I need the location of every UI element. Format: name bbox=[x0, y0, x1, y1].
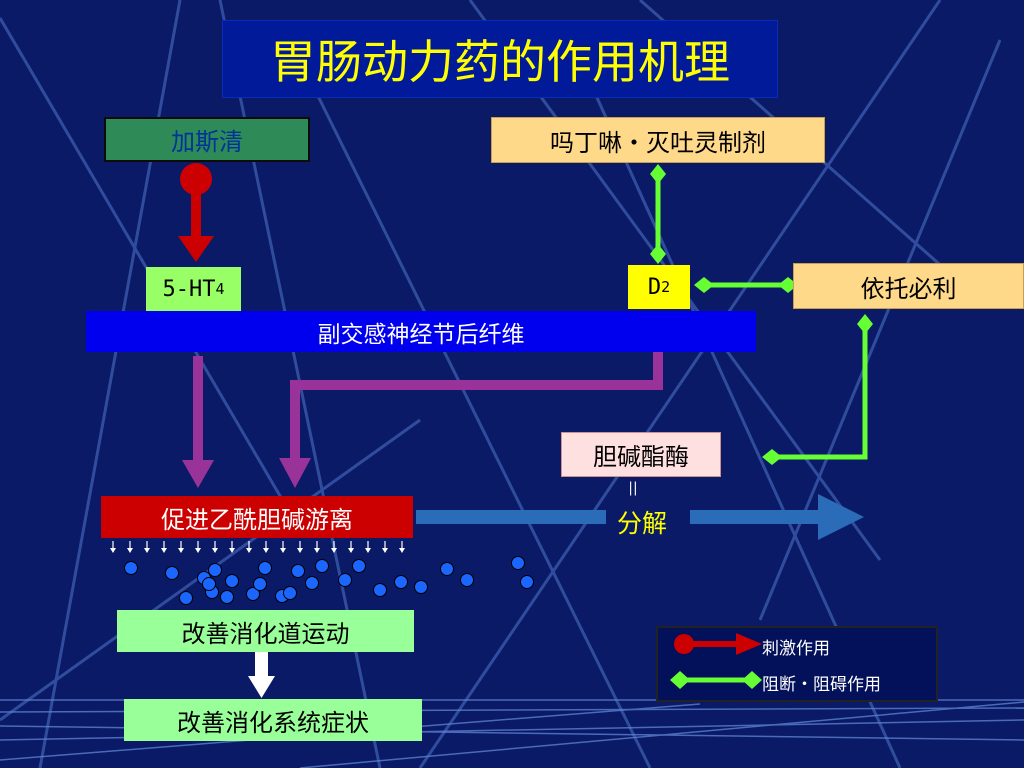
gastrin-box: 加斯清 bbox=[104, 117, 310, 162]
legend-stimulate-label: 刺激作用 bbox=[762, 639, 830, 658]
receptor-5ht4-label: 5-HT bbox=[162, 276, 216, 302]
domperidone-box: 吗丁啉・灭吐灵制剂 bbox=[491, 117, 825, 163]
purple-arrows bbox=[182, 352, 663, 488]
block-line-domperidone bbox=[650, 164, 666, 264]
itopride-box: 依托必利 bbox=[793, 263, 1024, 309]
equals-mark: || bbox=[628, 480, 638, 496]
block-line-itopride-che bbox=[762, 314, 873, 465]
improve-symptom-box: 改善消化系统症状 bbox=[124, 699, 422, 741]
improve-motility-box: 改善消化道运动 bbox=[117, 610, 414, 652]
legend: 刺激作用 阻断・阻碍作用 bbox=[656, 626, 938, 702]
block-line-itopride-d2 bbox=[694, 277, 798, 293]
receptor-d2-label: D bbox=[647, 274, 662, 300]
stimulate-arrow-gastrin bbox=[178, 163, 214, 262]
legend-block-label: 阻断・阻碍作用 bbox=[762, 675, 881, 694]
legend-stimulate-icon bbox=[674, 633, 762, 655]
decompose-arrows bbox=[416, 494, 864, 540]
receptor-d2-subscript: 2 bbox=[661, 278, 671, 296]
legend-block-icon bbox=[670, 671, 762, 689]
ach-release-box: 促进乙酰胆碱游离 bbox=[101, 496, 413, 538]
cholinesterase-box: 胆碱酯酶 bbox=[561, 432, 721, 477]
acetylcholine-molecules bbox=[124, 556, 534, 605]
decompose-label: 分解 bbox=[616, 509, 667, 538]
parasympathetic-fiber-box: 副交感神经节后纤维 bbox=[86, 311, 756, 352]
page-title: 胃肠动力药的作用机理 bbox=[222, 20, 778, 98]
receptor-5ht4-subscript: 4 bbox=[215, 280, 225, 298]
release-arrows bbox=[110, 541, 405, 553]
white-arrow-down bbox=[248, 652, 275, 698]
